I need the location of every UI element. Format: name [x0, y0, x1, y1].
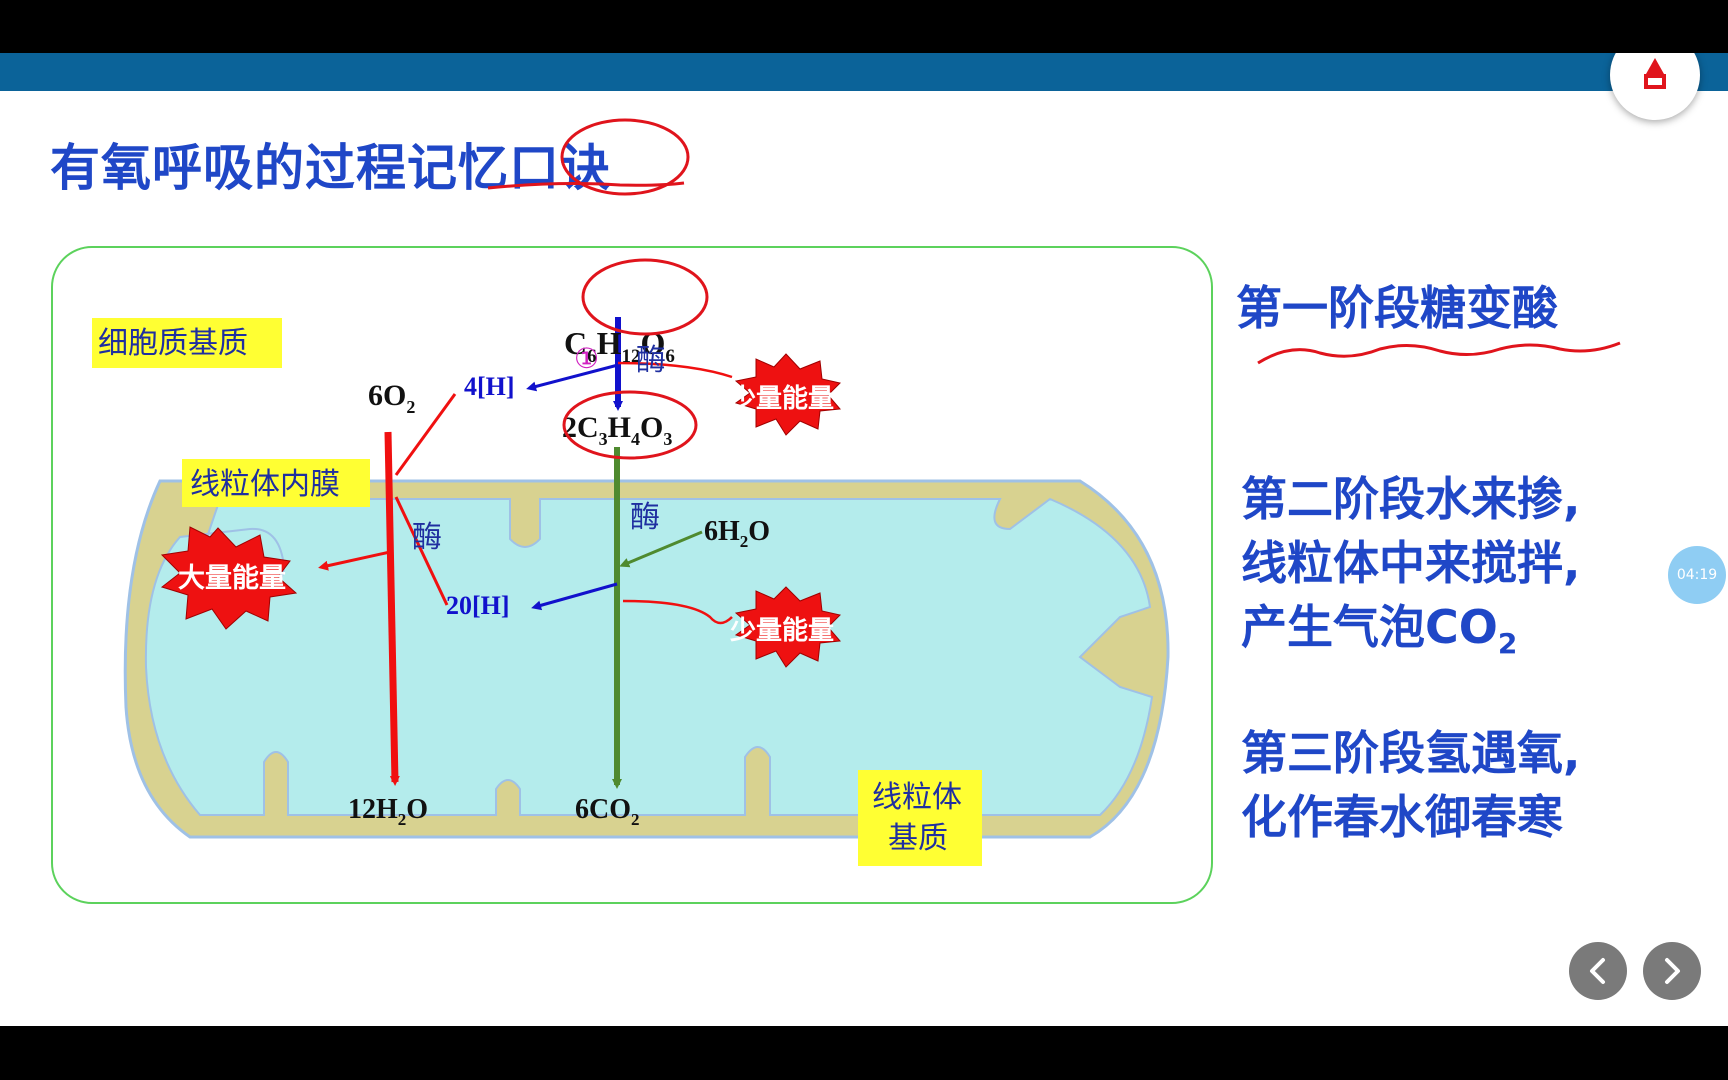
- enzyme-label-2: 酶: [630, 500, 660, 535]
- oxygen-formula: 6O2: [368, 379, 415, 417]
- respiration-diagram: 细胞质基质 线粒体内膜 线粒体 基质 少量能量 少量能量 大量能量 C6H12O…: [51, 246, 1213, 904]
- chevron-right-icon: [1665, 958, 1680, 984]
- slide: 有氧呼吸的过程记忆口诀 细胞质基质 线粒体内膜 线粒体 基质: [0, 53, 1728, 1026]
- next-slide-button[interactable]: [1643, 942, 1701, 1000]
- water-out-formula: 12H2O: [348, 794, 428, 829]
- water-in-formula: 6H2O: [704, 516, 770, 551]
- mnemonic-stage2-line1: 第二阶段水来掺,: [1241, 472, 1581, 526]
- mnemonic-stage2: 第二阶段水来掺, 线粒体中来搅拌, 产生气泡CO2: [1241, 467, 1580, 676]
- matrix-label-box: [858, 770, 982, 866]
- arrow-to-20h: [531, 582, 618, 611]
- mnemonic-stage2-line2: 线粒体中来搅拌,: [1241, 536, 1581, 590]
- arrow-to-large-energy: [318, 550, 391, 571]
- hydrogen-4-label: 4[H]: [464, 372, 515, 401]
- arrow-water-in: [619, 530, 703, 568]
- enzyme-label-3: 酶: [412, 520, 442, 555]
- mnemonic-stage2-line3: 产生气泡CO2: [1241, 595, 1580, 676]
- mnemonic-stage1: 第一阶段糖变酸: [1236, 281, 1558, 335]
- mnemonic-stage3-line1: 第三阶段氢遇氧,: [1241, 726, 1581, 780]
- pen-icon: [1644, 58, 1666, 89]
- chevron-left-icon: [1590, 958, 1605, 984]
- energy-small-label-2: 少量能量: [729, 615, 834, 646]
- arrow-oxygen-to-water: [384, 431, 400, 786]
- energy-large-label: 大量能量: [178, 562, 286, 594]
- mnemonic-stage3-line2: 化作春水御春寒: [1241, 790, 1563, 844]
- cytoplasm-label: 细胞质基质: [98, 326, 248, 361]
- energy-burst-1: [734, 353, 842, 436]
- hydrogen-20-label: 20[H]: [446, 591, 510, 620]
- slide-header-band: [0, 53, 1728, 91]
- arrow-stage2-energy: [622, 599, 733, 625]
- previous-slide-button[interactable]: [1569, 942, 1627, 1000]
- stage-marker: ①: [574, 342, 599, 375]
- energy-burst-2: [734, 586, 842, 668]
- enzyme-label-1: 酶: [636, 343, 666, 378]
- playback-timer[interactable]: 04:19: [1668, 546, 1726, 604]
- energy-small-label-1: 少量能量: [729, 383, 834, 414]
- matrix-label-line1: 线粒体: [872, 780, 962, 815]
- bottom-black-bar: [0, 1026, 1728, 1080]
- mnemonic-stage2-line3-sub: 2: [1497, 627, 1518, 661]
- arrow-stage1-energy: [617, 361, 733, 379]
- arrow-to-4h: [526, 363, 619, 392]
- co2-out-formula: 6CO2: [575, 794, 640, 829]
- mnemonic-stage2-line3-main: 产生气泡CO: [1241, 600, 1498, 654]
- top-black-bar: [0, 0, 1728, 53]
- matrix-label-line2: 基质: [888, 821, 948, 856]
- energy-burst-large: [160, 526, 298, 630]
- arrow-4h-to-membrane: [394, 393, 457, 476]
- wavy-underline-stage1: [1257, 341, 1621, 365]
- mnemonic-stage3: 第三阶段氢遇氧, 化作春水御春寒: [1241, 721, 1580, 849]
- inner-membrane-label: 线粒体内膜: [190, 467, 340, 502]
- inner-membrane-label-box: [182, 459, 370, 507]
- slide-title: 有氧呼吸的过程记忆口诀: [50, 139, 611, 197]
- pen-tool-button[interactable]: [1610, 53, 1700, 120]
- arrow-20h-to-membrane: [394, 496, 449, 606]
- pyruvate-formula: 2C3H4O3: [562, 411, 672, 449]
- mitochondrion-matrix: [144, 497, 1154, 816]
- cytoplasm-label-box: [92, 318, 282, 368]
